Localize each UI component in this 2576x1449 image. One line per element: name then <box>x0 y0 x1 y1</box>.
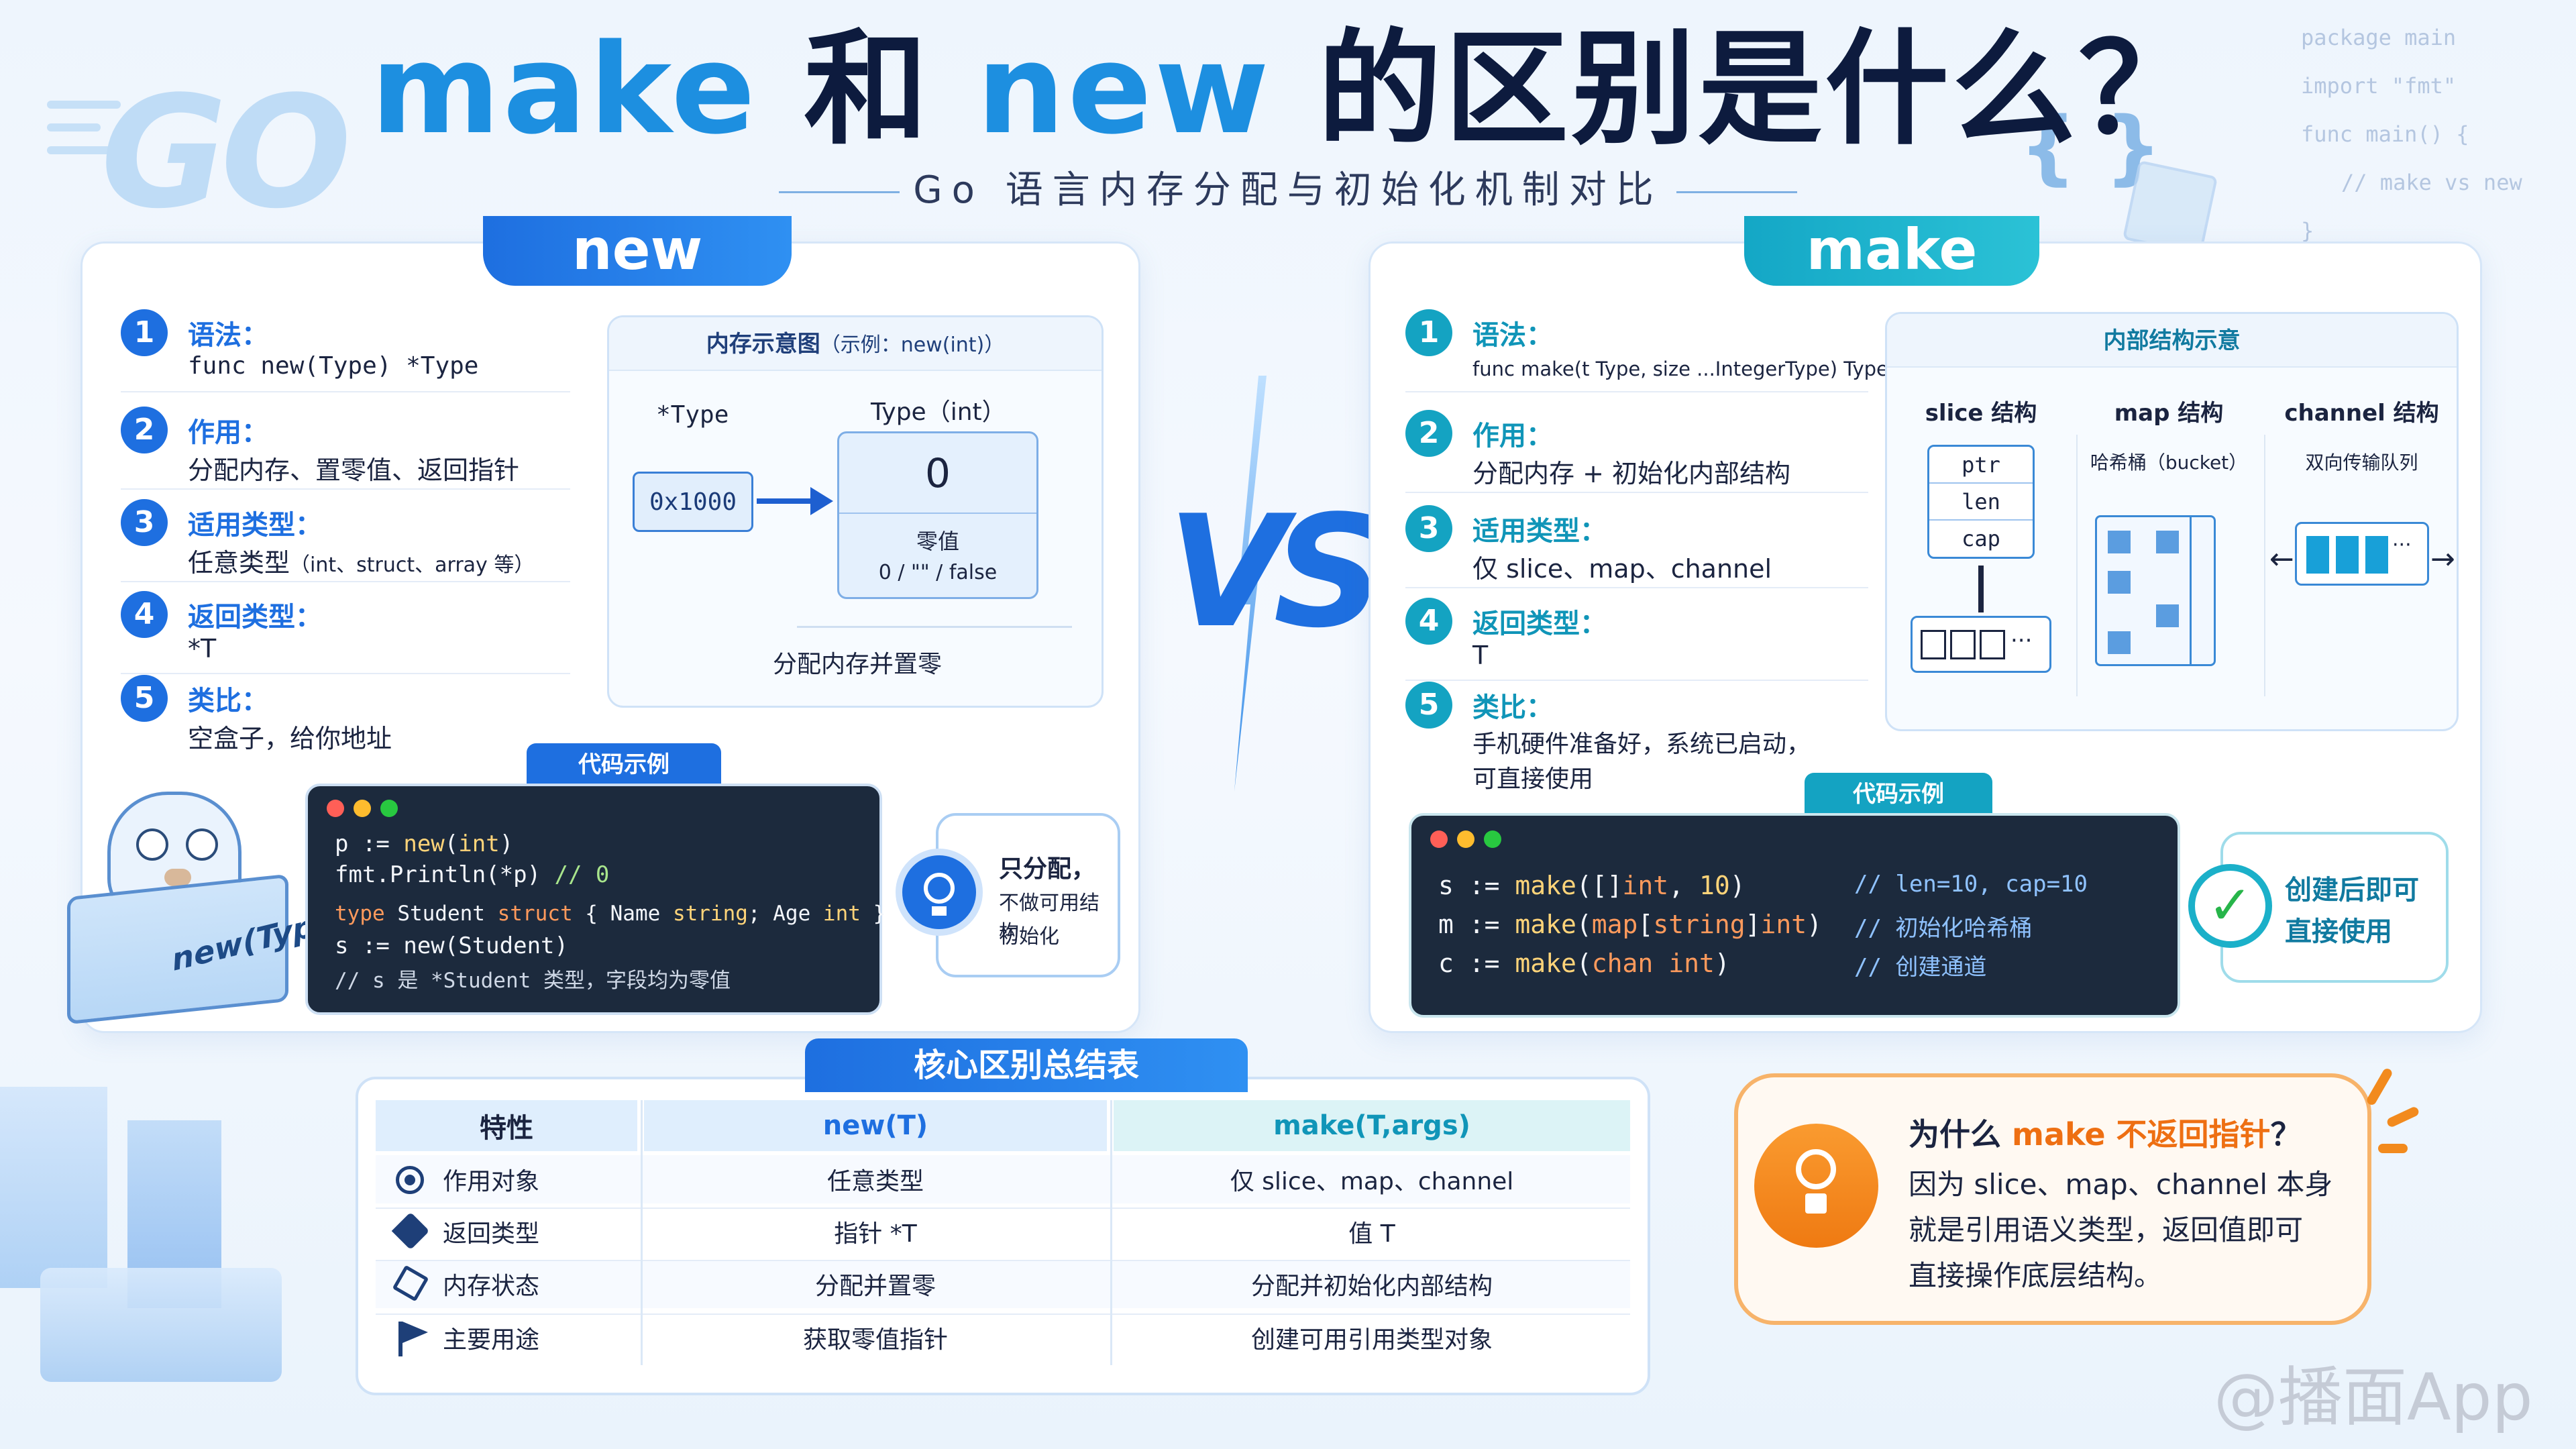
why-answer-line3: 直接操作底层结构。 <box>1909 1259 2163 1292</box>
make-structure-diagram: 内部结构示意 slice 结构 map 结构 channel 结构 ptr le… <box>1885 312 2459 731</box>
memory-footer: 分配内存并置零 <box>772 651 942 678</box>
new-item-syntax: 1 语法： func new(Type) *Type <box>121 305 570 392</box>
make-item-list: 1 语法： func make(t Type, size ...IntegerT… <box>1405 305 1888 793</box>
sparkle-icon <box>2365 1067 2394 1107</box>
new-code-example: p := new(int) fmt.Println(*p) // 0 type … <box>305 784 885 1015</box>
new-panel-tab: new <box>483 216 792 286</box>
sparkle-icon <box>2385 1106 2420 1128</box>
summary-title: 核心区别总结表 <box>805 1038 1248 1092</box>
make-item-types: 3 适用类型： 仅 slice、map、channel <box>1405 501 1868 588</box>
make-code-tab: 代码示例 <box>1805 773 1992 816</box>
table-row <box>376 1208 1630 1256</box>
table-header-new: new(T) <box>644 1100 1107 1151</box>
go-speed-lines <box>47 101 121 169</box>
table-header-feature: 特性 <box>376 1100 637 1151</box>
memory-cell-value: 0 <box>839 433 1036 514</box>
pointer-arrow-icon <box>757 498 817 504</box>
memory-cell: 0 零值 0 / "" / false <box>837 431 1038 599</box>
why-answer-line1: 因为 slice、map、channel 本身 <box>1909 1168 2333 1201</box>
new-item-return: 4 返回类型： *T <box>121 587 570 674</box>
new-item-analogy: 5 类比： 空盒子，给你地址 <box>121 671 570 758</box>
make-item-return: 4 返回类型： T <box>1405 594 1868 681</box>
new-item-purpose: 2 作用： 分配内存、置零值、返回指针 <box>121 402 570 490</box>
table-row <box>376 1313 1630 1362</box>
why-question: 为什么 make 不返回指针？ <box>1909 1116 2302 1152</box>
watermark: @播面App <box>2214 1360 2533 1435</box>
make-item-syntax: 1 语法： func make(t Type, size ...IntegerT… <box>1405 305 1888 392</box>
double-arrow-icon <box>1978 566 1984 612</box>
vs-badge: VS <box>1167 483 1385 662</box>
new-type-box-icon: new(Type) <box>67 873 352 1025</box>
pointer-value-box: 0x1000 <box>633 472 753 532</box>
page-subtitle: Go 语言内存分配与初始化机制对比 <box>0 160 2576 214</box>
code-decoration: package main import "fmt" func main() { … <box>2301 25 2522 244</box>
table-row <box>376 1260 1630 1308</box>
new-code-tab: 代码示例 <box>527 743 721 786</box>
table-row <box>376 1155 1630 1203</box>
window-dots-icon <box>1430 830 1511 851</box>
slice-array-box: ··· <box>1911 616 2051 673</box>
new-memory-diagram: 内存示意图（示例：new(int)） *Type 0x1000 Type（int… <box>607 315 1104 708</box>
channel-arrow-left-icon: ← <box>2269 542 2294 576</box>
window-dots-icon <box>327 800 407 820</box>
checkmark-icon: ✓ <box>2188 864 2272 948</box>
new-item-list: 1 语法： func new(Type) *Type 2 作用： 分配内存、置零… <box>121 305 570 761</box>
go-logo: GO <box>101 64 352 243</box>
make-item-purpose: 2 作用： 分配内存 + 初始化内部结构 <box>1405 406 1868 493</box>
make-item-analogy: 5 类比： 手机硬件准备好，系统已启动， 可直接使用 <box>1405 678 1868 793</box>
type-label: Type（int） <box>871 398 1006 426</box>
make-panel-tab: make <box>1744 216 2039 286</box>
pointer-arrowhead-icon <box>810 487 833 515</box>
hash-bucket-icon <box>2095 515 2216 666</box>
page-title: make 和 new 的区别是什么？ <box>370 17 2206 162</box>
sparkle-icon <box>2378 1144 2408 1153</box>
lightbulb-icon <box>1754 1124 1878 1248</box>
make-code-example: s := make([]int, 10) // len=10, cap=10 m… <box>1409 813 2180 1018</box>
table-header-make: make(T,args) <box>1114 1100 1630 1151</box>
flag-icon <box>398 1322 402 1356</box>
lightbulb-gear-icon <box>896 849 983 936</box>
why-answer-line2: 就是引用语义类型，返回值即可 <box>1909 1214 2304 1246</box>
isometric-blocks-icon <box>0 1046 295 1449</box>
new-item-types: 3 适用类型： 任意类型（int、struct、array 等） <box>121 495 570 582</box>
pointer-type-label: *Type <box>656 401 729 429</box>
channel-queue-icon: ··· <box>2295 522 2429 586</box>
channel-arrow-right-icon: → <box>2430 542 2455 576</box>
target-icon <box>396 1166 424 1194</box>
slice-header-box: ptr len cap <box>1927 445 2035 559</box>
